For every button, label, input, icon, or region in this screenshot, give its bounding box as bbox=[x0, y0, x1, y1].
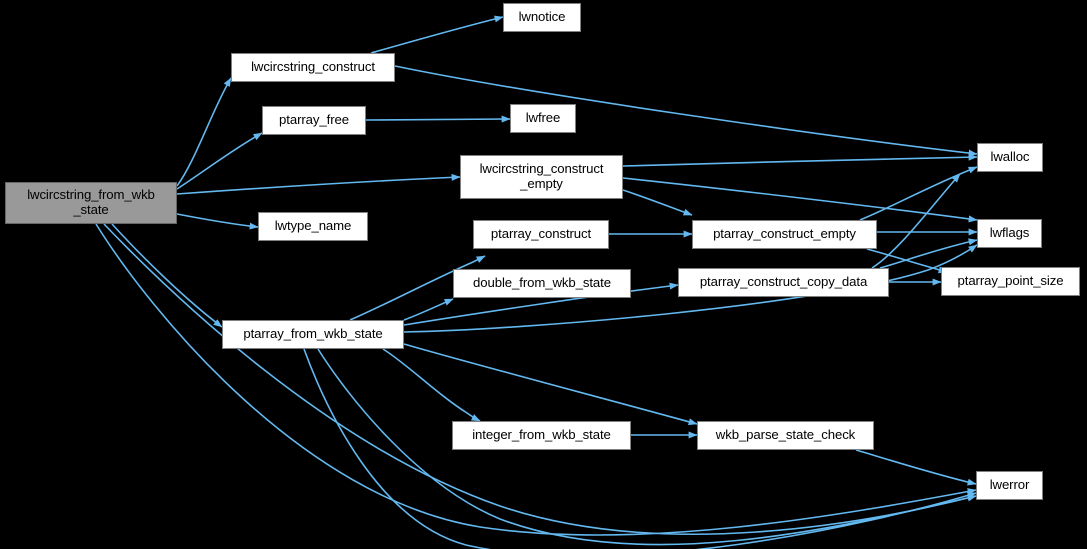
graph-edge-ptarray_from_wkb_state-to-integer_from_wkb_state bbox=[382, 348, 481, 422]
graph-node-lwfree[interactable]: lwfree bbox=[510, 104, 576, 133]
graph-node-lwcircstring_construct_empty[interactable]: lwcircstring_construct _empty bbox=[460, 155, 623, 199]
graph-edge-lwcircstring_construct_empty-to-ptarray_construct_empty bbox=[622, 189, 693, 216]
graph-node-wkb_parse_state_check[interactable]: wkb_parse_state_check bbox=[697, 421, 874, 450]
graph-edge-wkb_parse_state_check-to-lwerror bbox=[855, 449, 977, 486]
graph-edge-lwcircstring_from_wkb_state-to-lwtype_name bbox=[176, 213, 259, 230]
graph-edge-ptarray_from_wkb_state-to-lwerror bbox=[317, 348, 977, 546]
graph-node-ptarray_free[interactable]: ptarray_free bbox=[262, 106, 366, 135]
graph-edge-ptarray_from_wkb_state-to-double_from_wkb_state bbox=[403, 298, 454, 321]
graph-edge-lwcircstring_construct-to-lwnotice bbox=[370, 15, 504, 54]
edges-group bbox=[95, 15, 978, 549]
graph-node-lwcircstring_construct[interactable]: lwcircstring_construct bbox=[231, 53, 395, 82]
graph-edge-ptarray_from_wkb_state-to-ptarray_construct bbox=[349, 255, 486, 321]
graph-node-integer_from_wkb_state[interactable]: integer_from_wkb_state bbox=[452, 421, 631, 450]
graph-node-lwerror[interactable]: lwerror bbox=[976, 471, 1043, 500]
graph-edge-lwcircstring_from_wkb_state-to-lwcircstring_construct bbox=[176, 77, 232, 187]
graph-node-lwtype_name[interactable]: lwtype_name bbox=[258, 212, 368, 241]
graph-node-ptarray_construct_empty[interactable]: ptarray_construct_empty bbox=[692, 220, 877, 249]
graph-edge-lwcircstring_construct_empty-to-lwflags bbox=[622, 177, 978, 223]
graph-node-lwcircstring_from_wkb_state[interactable]: lwcircstring_from_wkb _state bbox=[5, 182, 177, 224]
graph-edge-ptarray_construct_copy_data-to-lwalloc bbox=[871, 173, 961, 269]
graph-edge-ptarray_from_wkb_state-to-ptarray_construct_copy_data bbox=[403, 282, 679, 326]
graph-edge-ptarray_free-to-lwfree bbox=[365, 115, 511, 123]
graph-edge-ptarray_construct_empty-to-lwalloc bbox=[859, 166, 978, 221]
graph-edge-lwcircstring_from_wkb_state-to-ptarray_free bbox=[176, 132, 263, 190]
graph-edge-lwcircstring_from_wkb_state-to-lwerror bbox=[95, 223, 977, 536]
graph-edge-ptarray_from_wkb_state-to-lwflags bbox=[403, 244, 978, 333]
graph-node-double_from_wkb_state[interactable]: double_from_wkb_state bbox=[453, 269, 631, 298]
graph-node-lwalloc[interactable]: lwalloc bbox=[977, 143, 1043, 172]
graph-node-ptarray_construct[interactable]: ptarray_construct bbox=[473, 220, 609, 249]
graph-edge-lwcircstring_from_wkb_state-to-ptarray_from_wkb_state bbox=[111, 223, 223, 328]
graph-edge-lwcircstring_construct_empty-to-lwalloc bbox=[622, 153, 978, 167]
graph-node-lwnotice[interactable]: lwnotice bbox=[503, 3, 581, 32]
graph-node-ptarray_point_size[interactable]: ptarray_point_size bbox=[941, 267, 1080, 296]
graph-edge-ptarray_from_wkb_state-to-wkb_parse_state_check bbox=[403, 343, 698, 426]
graph-edge-ptarray_from_wkb_state-to-lwerror bbox=[303, 348, 977, 549]
graph-edge-ptarray_construct_copy_data-to-lwflags bbox=[879, 238, 978, 269]
graph-node-ptarray_construct_copy_data[interactable]: ptarray_construct_copy_data bbox=[678, 268, 889, 297]
graph-edge-lwcircstring_construct-to-lwalloc bbox=[394, 65, 978, 157]
graph-node-ptarray_from_wkb_state[interactable]: ptarray_from_wkb_state bbox=[222, 320, 404, 349]
graph-node-lwflags[interactable]: lwflags bbox=[977, 219, 1042, 248]
graph-edge-lwcircstring_from_wkb_state-to-lwcircstring_construct_empty bbox=[176, 173, 461, 195]
graph-edge-lwcircstring_from_wkb_state-to-lwerror bbox=[103, 223, 977, 536]
